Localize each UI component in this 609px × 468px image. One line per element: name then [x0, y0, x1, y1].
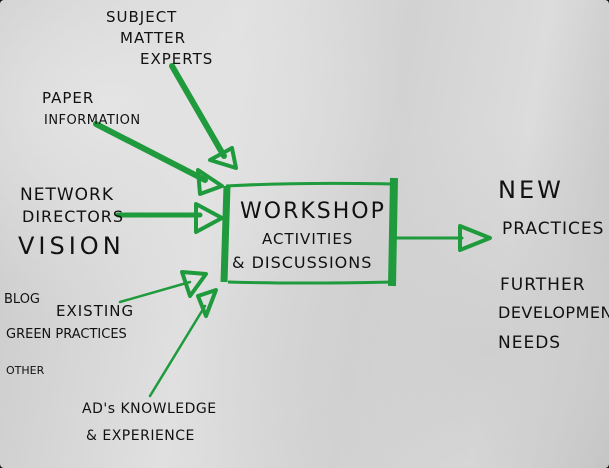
output-labels: NEW PRACTICES FURTHER DEVELOPMENT NEEDS [498, 176, 609, 353]
input-labels: SUBJECT MATTER EXPERTS PAPER INFORMATION… [4, 8, 217, 444]
output-further-line-2: DEVELOPMENT [498, 303, 609, 322]
arrowhead-experts [208, 146, 238, 170]
process-labels: WORKSHOP ACTIVITIES & DISCUSSIONS [232, 199, 386, 272]
label-experts-line-3: EXPERTS [140, 50, 213, 68]
arrowhead-paper [196, 168, 224, 196]
label-existing-line-1: EXISTING [56, 302, 134, 320]
workshop-box [220, 177, 398, 287]
label-ad-line-2: & EXPERIENCE [86, 428, 195, 444]
label-paper-line-1: PAPER [42, 89, 94, 107]
arrowhead-ad [196, 288, 218, 318]
output-new-line-1: NEW [498, 176, 564, 204]
label-experts-line-2: MATTER [120, 29, 186, 47]
label-blog: BLOG [4, 292, 40, 307]
label-existing-line-2: GREEN PRACTICES [6, 327, 127, 342]
process-label-line-3: & DISCUSSIONS [232, 253, 372, 272]
output-further-line-3: NEEDS [498, 333, 561, 353]
arrowhead-existing [180, 270, 208, 298]
output-new-line-2: PRACTICES [502, 219, 604, 239]
output-further-line-1: FURTHER [500, 275, 586, 295]
arrow-experts [169, 63, 227, 159]
label-ad-line-1: AD's KNOWLEDGE [82, 401, 217, 417]
process-label-line-2: ACTIVITIES [262, 230, 353, 248]
arrowhead-output [458, 224, 492, 252]
process-label-line-1: WORKSHOP [240, 199, 386, 224]
label-network-line-1: NETWORK [20, 185, 114, 205]
label-other: OTHER [6, 364, 45, 377]
box-top-line [225, 181, 393, 188]
arrows [93, 63, 492, 398]
box-left-line [220, 185, 231, 283]
box-bottom-line [227, 280, 393, 285]
arrowhead-network [194, 202, 224, 234]
arrow-existing [118, 280, 192, 304]
label-network-line-3: VISION [18, 232, 125, 260]
box-right-line [388, 177, 398, 287]
arrow-ad [148, 304, 207, 398]
label-experts-line-1: SUBJECT [106, 8, 177, 26]
label-network-line-2: DIRECTORS [22, 207, 124, 226]
label-paper-line-2: INFORMATION [44, 113, 141, 128]
arrow-paper [93, 121, 208, 183]
